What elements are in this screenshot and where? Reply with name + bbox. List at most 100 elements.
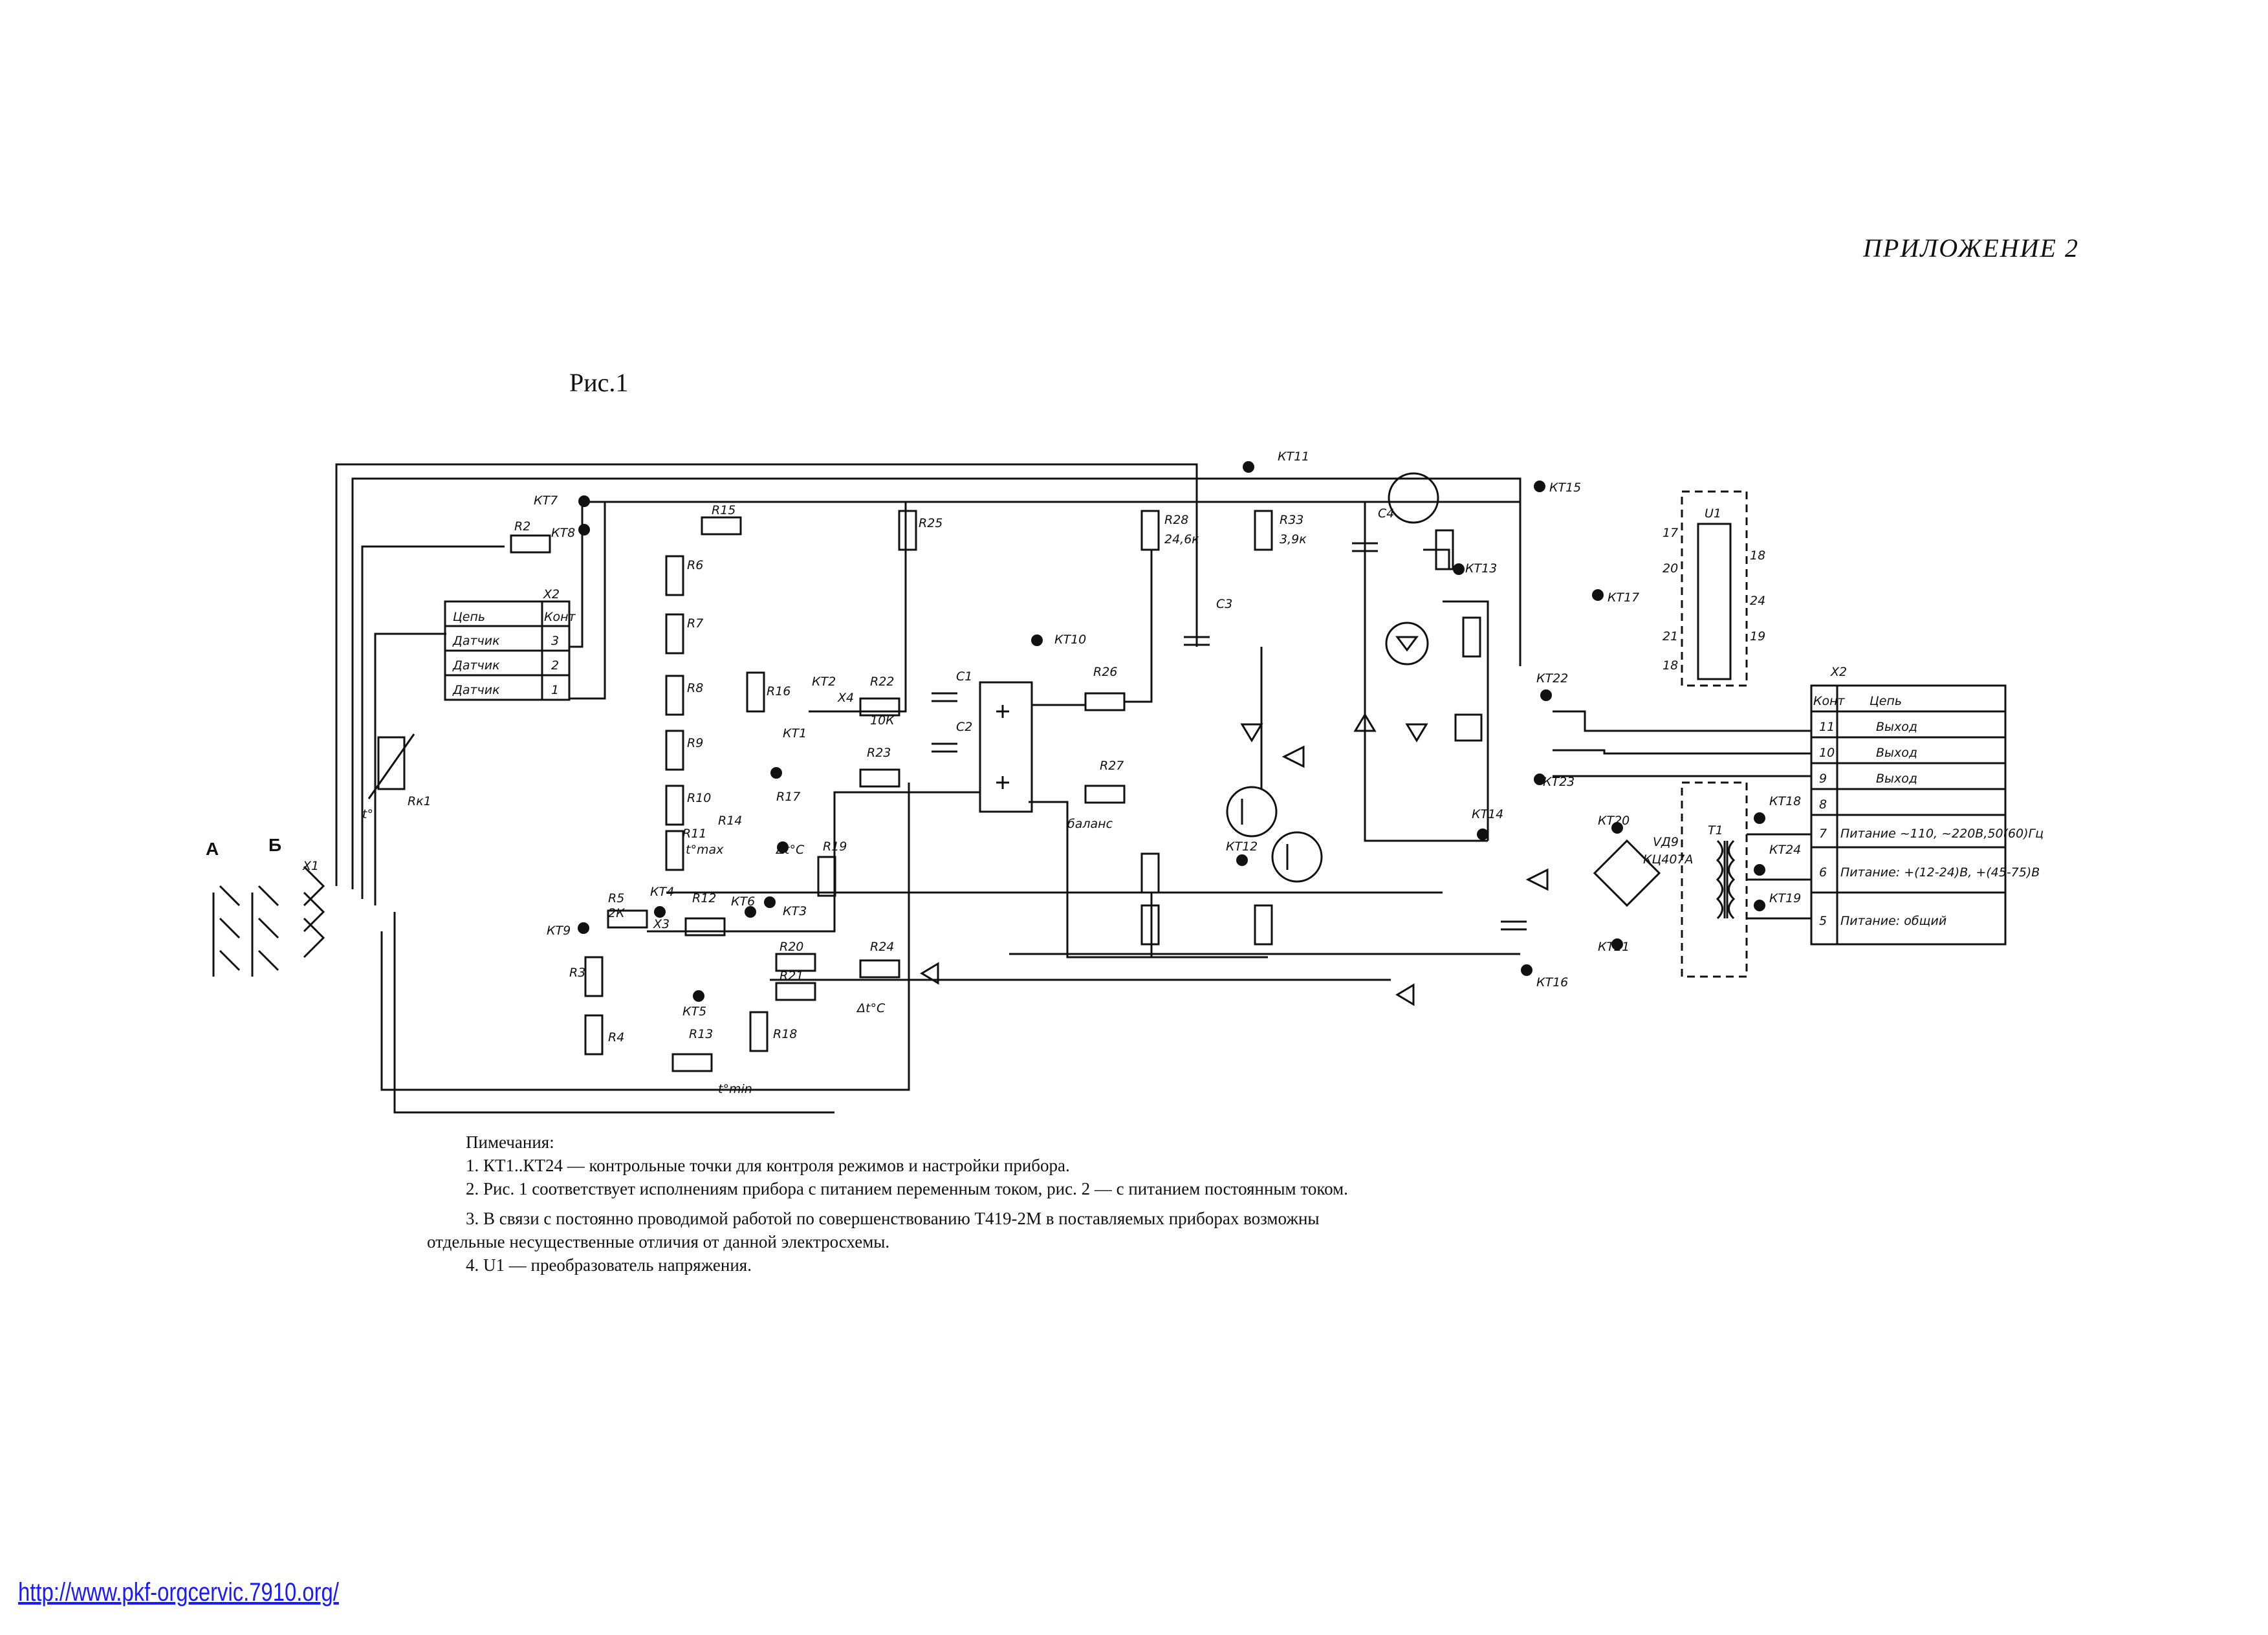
- u1-pin-19: 19: [1750, 629, 1765, 644]
- u1-box: [1681, 490, 1748, 687]
- rk1-label: Rк1: [408, 794, 431, 808]
- kt13-label: КТ13: [1465, 561, 1497, 576]
- r17-label: R17: [776, 790, 800, 804]
- x4-label: X4: [837, 691, 854, 705]
- r9-label: R9: [687, 736, 703, 750]
- r5-label: R5: [608, 891, 624, 905]
- c2-label: C2: [956, 720, 972, 734]
- kt6-label: КТ6: [731, 894, 755, 909]
- x2-left-header-contact: Конт: [544, 610, 576, 624]
- x2-right-row2-contact: 10: [1819, 746, 1835, 760]
- vd9-label: VД9: [1653, 835, 1679, 849]
- kt3-label: КТ3: [783, 904, 807, 918]
- kt9-label: КТ9: [547, 924, 571, 938]
- r15-label: R15: [712, 503, 736, 517]
- x2-right-row1-circuit: Выход: [1876, 720, 1917, 734]
- label-b: Б: [268, 835, 281, 855]
- r2-label: R2: [514, 519, 530, 534]
- x2-right-row5-circuit: Питание ~110, ~220В,50(60)Гц: [1840, 827, 2044, 841]
- kt8-label: КТ8: [551, 526, 575, 540]
- x2-right-header-contact: Конт: [1813, 694, 1846, 708]
- kt10-label: КТ10: [1054, 633, 1086, 647]
- x3-label: X3: [653, 917, 670, 931]
- top-bus: [335, 463, 1198, 886]
- kts-label: КЦ407А: [1643, 852, 1694, 867]
- r28-label: R28: [1164, 513, 1188, 527]
- kt5-label: КТ5: [682, 1004, 706, 1019]
- x2-left-row1-contact: 3: [551, 634, 559, 648]
- x2-right-row6-contact: 6: [1819, 865, 1827, 880]
- x2-left-header-circuit: Цепь: [453, 610, 485, 624]
- kt22-label: КТ22: [1536, 671, 1568, 686]
- kt24-label: КТ24: [1769, 843, 1801, 857]
- t1-label: Т1: [1708, 823, 1723, 838]
- x1-connector: [303, 865, 325, 958]
- r16-label: R16: [767, 684, 791, 698]
- kt1-label: КТ1: [783, 726, 807, 741]
- u1-pin-17: 17: [1663, 526, 1678, 540]
- x2-right-row7-contact: 5: [1819, 914, 1827, 928]
- r6-label: R6: [687, 558, 703, 572]
- balance-label: баланс: [1067, 817, 1113, 831]
- x2-right-row1-contact: 11: [1819, 720, 1835, 734]
- label-a: А: [206, 839, 219, 859]
- kt17-label: КТ17: [1608, 590, 1639, 605]
- kt2-label: КТ2: [812, 675, 836, 689]
- r14-label: R14: [718, 814, 742, 828]
- x2-right-ref: X2: [1830, 665, 1847, 679]
- top-bus-2: [351, 477, 1521, 889]
- r21-label: R21: [780, 969, 803, 983]
- note-1: 1. КТ1..КТ24 — контрольные точки для кон…: [466, 1156, 1070, 1175]
- u1-pin-24: 24: [1750, 594, 1765, 608]
- appendix-title: ПРИЛОЖЕНИЕ 2: [1863, 233, 2079, 263]
- r33-label: R33: [1280, 513, 1303, 527]
- r27-label: R27: [1100, 759, 1124, 773]
- r23-label: R23: [867, 746, 891, 760]
- u1-pin-20: 20: [1663, 561, 1678, 576]
- x2-right-row4-contact: 8: [1819, 797, 1827, 812]
- u1-pin-18: 18: [1663, 658, 1678, 673]
- u1-pin-r18: 18: [1750, 548, 1765, 563]
- r7-label: R7: [687, 616, 703, 631]
- kt16-label: КТ16: [1536, 975, 1568, 990]
- kt14-label: КТ14: [1472, 807, 1503, 821]
- x2-right-row2-circuit: Выход: [1876, 746, 1917, 760]
- r3-label: R3: [569, 966, 585, 980]
- u1-pin-21: 21: [1663, 629, 1678, 644]
- r28-value: 24,6к: [1164, 532, 1199, 547]
- c4-label: C4: [1378, 506, 1394, 521]
- r19-label: R19: [823, 839, 847, 854]
- note-4: 4. U1 — преобразователь напряжения.: [466, 1255, 752, 1275]
- kt12-label: КТ12: [1226, 839, 1258, 854]
- op-amp: [979, 681, 1033, 813]
- c1-label: C1: [956, 669, 972, 684]
- notes-block: Пимечания: 1. КТ1..КТ24 — контрольные то…: [427, 1131, 1371, 1277]
- delta2-label: Δt°С: [856, 1001, 886, 1015]
- kt21-label: КТ21: [1598, 940, 1630, 954]
- x2-right-row3-contact: 9: [1819, 772, 1827, 786]
- r25-label: R25: [919, 516, 943, 530]
- tmax-label: t°max: [686, 843, 724, 857]
- r33-value: 3,9к: [1280, 532, 1307, 547]
- x2-left-row3-circuit: Датчик: [452, 683, 500, 697]
- diode-bridge: [1593, 839, 1661, 907]
- x1-label: X1: [302, 859, 319, 873]
- figure-title: Рис.1: [569, 368, 629, 397]
- r26-label: R26: [1093, 665, 1117, 679]
- x2-right-header-circuit: Цепь: [1870, 694, 1902, 708]
- kt18-label: КТ18: [1769, 794, 1801, 808]
- kt19-label: КТ19: [1769, 891, 1801, 905]
- r22-label: R22: [870, 675, 894, 689]
- r24-label: R24: [870, 940, 894, 954]
- x2-right-row5-contact: 7: [1819, 827, 1827, 841]
- delta-label: Δt°С: [775, 843, 805, 857]
- u1-label: U1: [1705, 506, 1721, 521]
- r5-value: 2К: [608, 906, 626, 920]
- footer-link[interactable]: http://www.pkf-orgcervic.7910.org/: [18, 1578, 339, 1607]
- r8-label: R8: [687, 681, 703, 695]
- kt11-label: КТ11: [1278, 449, 1309, 464]
- r10-label: R10: [687, 791, 711, 805]
- kt4-label: КТ4: [650, 885, 674, 899]
- c3-label: C3: [1216, 597, 1232, 611]
- x2-right-row7-circuit: Питание: общий: [1840, 914, 1946, 928]
